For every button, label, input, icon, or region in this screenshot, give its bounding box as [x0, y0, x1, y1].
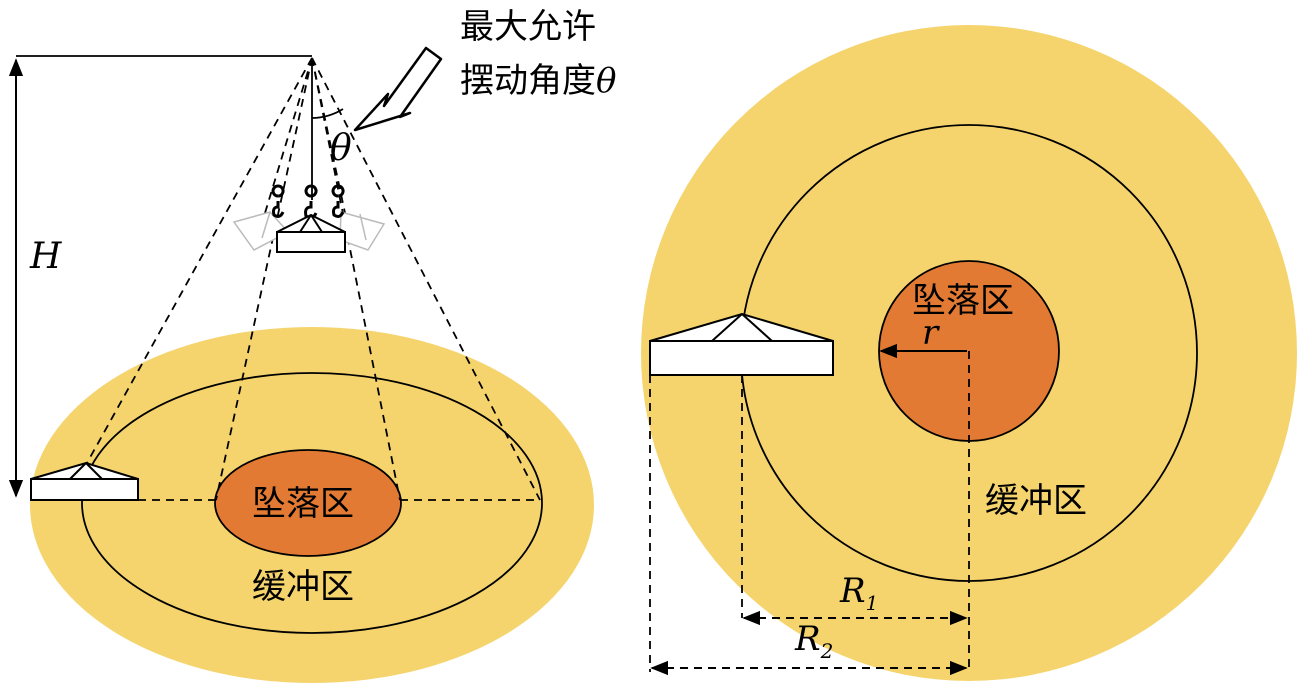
left-fall-zone-label: 坠落区	[252, 484, 354, 524]
left-fall-zone	[214, 449, 402, 557]
theta-label-left: θ	[330, 128, 352, 169]
right-panel: r R1 R2 坠落区 缓冲区	[641, 25, 1297, 681]
hollow-arrow-icon	[353, 46, 443, 132]
theta-arc	[311, 108, 344, 119]
left-panel: θ H	[8, 7, 616, 683]
right-fall-zone-label: 坠落区	[912, 281, 1014, 321]
right-load-icon	[649, 312, 834, 376]
r1-label: R1	[839, 571, 878, 615]
crane-hook-icon	[271, 184, 345, 219]
swing-angle-label-line2: 摆动角度θ	[460, 61, 616, 101]
r-label: r	[922, 313, 940, 353]
landed-load-icon	[30, 461, 139, 501]
left-buffer-zone-label: 缓冲区	[252, 567, 354, 607]
height-label: H	[29, 236, 62, 277]
right-buffer-zone-label: 缓冲区	[985, 481, 1087, 521]
swing-angle-label-line1: 最大允许	[460, 7, 596, 47]
cone-line-inner-left	[215, 57, 313, 501]
suspended-load-icon	[276, 213, 346, 253]
cone-line-outer-left	[86, 57, 313, 464]
left-outer-boundary	[81, 372, 543, 634]
cone-line-inner-right	[311, 57, 401, 501]
r2-label: R2	[794, 619, 833, 663]
